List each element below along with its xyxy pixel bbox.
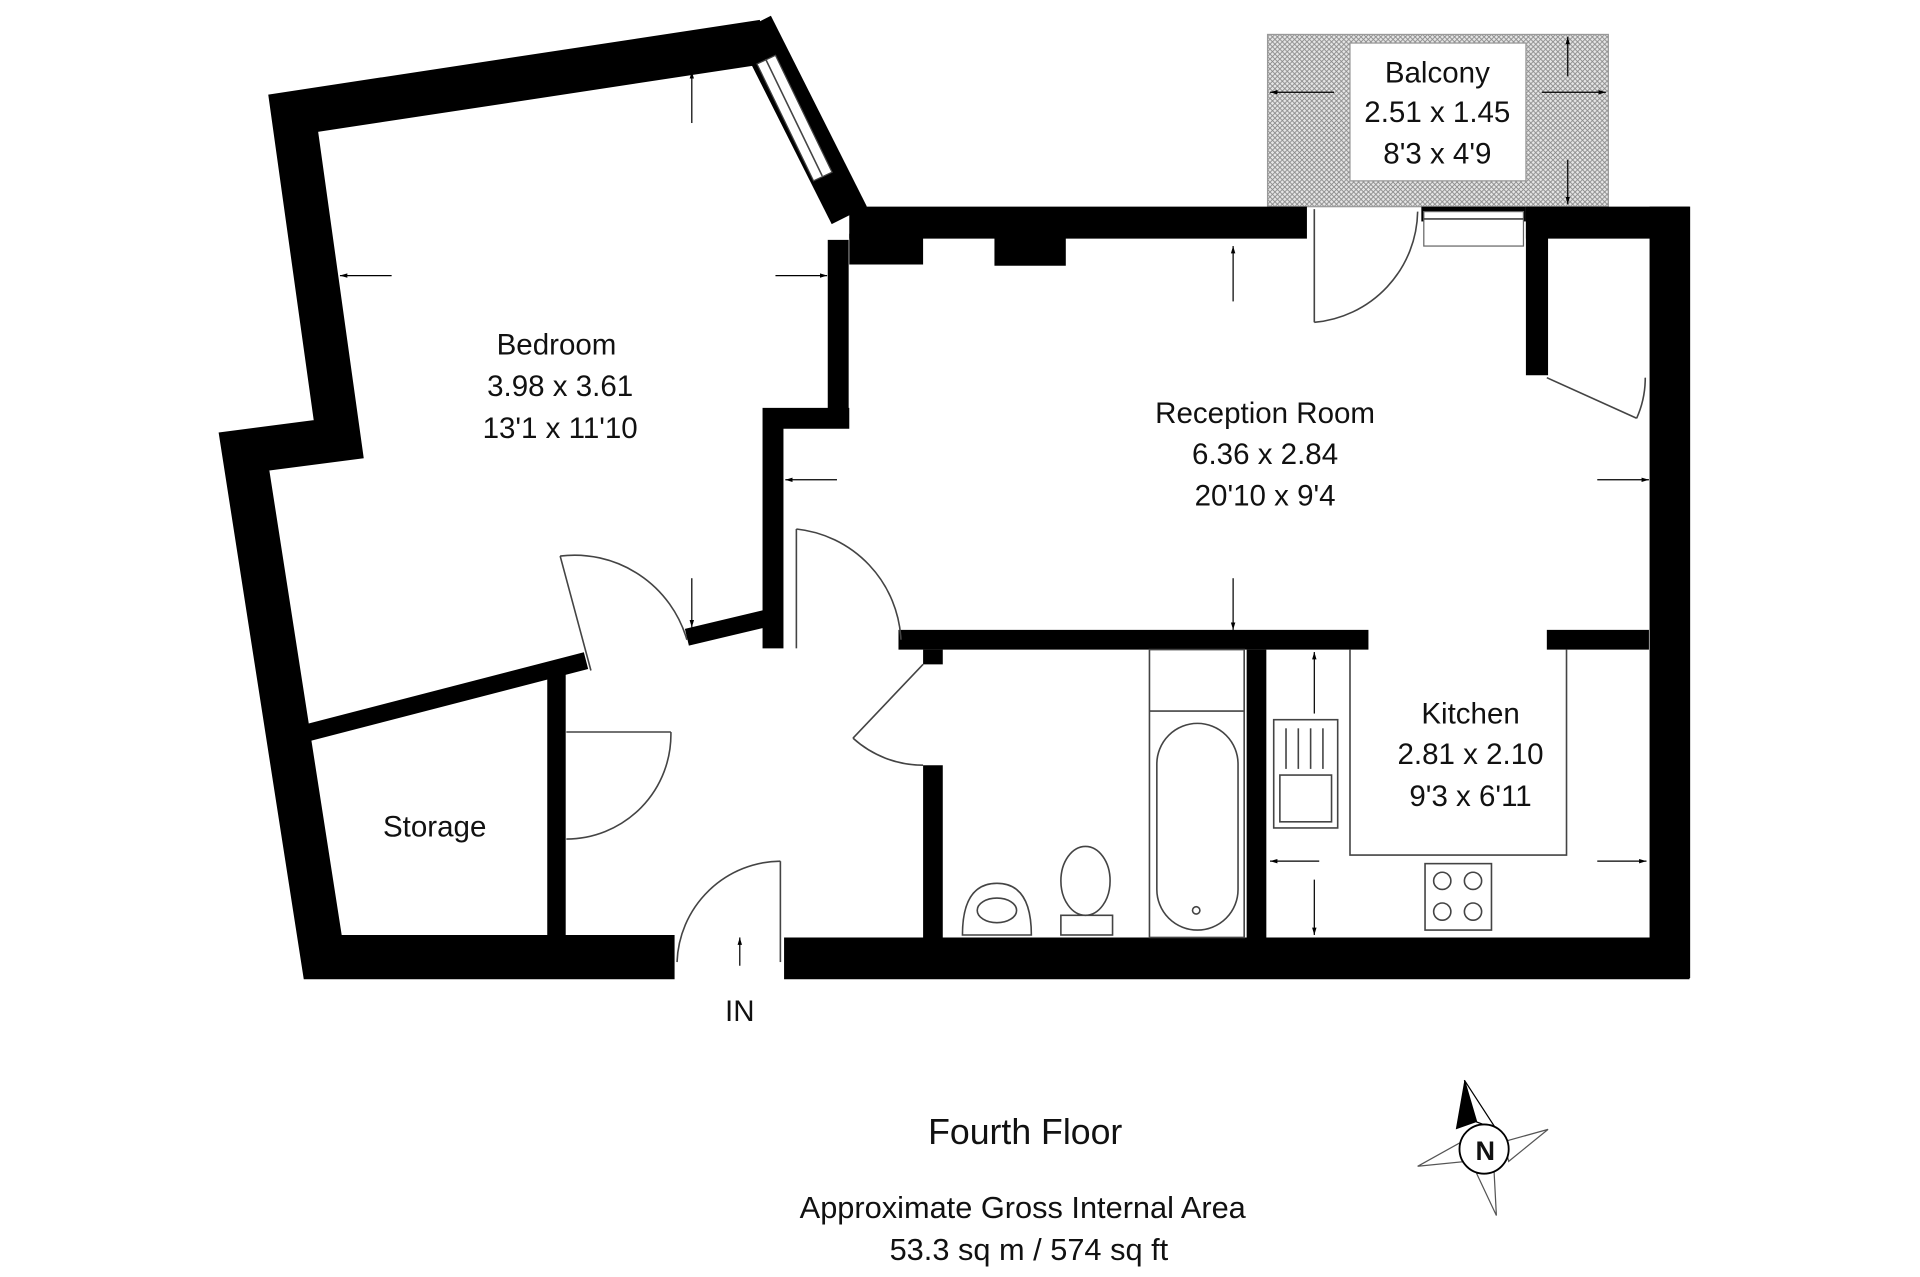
area-label: Approximate Gross Internal Area [800, 1190, 1247, 1225]
storage-door [566, 731, 672, 840]
balcony-label: Balcony 2.51 x 1.45 8'3 x 4'9 [1364, 56, 1510, 170]
bathtub [1148, 648, 1245, 939]
kitchen-sink [1272, 718, 1339, 829]
room-name: Balcony [1385, 56, 1490, 89]
reception-label: Reception Room 6.36 x 2.84 20'10 x 9'4 [1155, 397, 1375, 512]
compass-letter: N [1476, 1136, 1496, 1166]
kitchen-label: Kitchen 2.81 x 2.10 9'3 x 6'11 [1398, 697, 1544, 812]
entrance-label: IN [725, 995, 755, 1028]
washbasin [961, 882, 1033, 936]
doors [559, 209, 1647, 963]
bedroom-door [559, 554, 688, 671]
area-value: 53.3 sq m / 574 sq ft [890, 1232, 1169, 1267]
room-metric: 2.81 x 2.10 [1398, 738, 1544, 771]
dimension-arrows [339, 36, 1649, 966]
balcony-window [1423, 210, 1525, 247]
walls [218, 15, 1691, 980]
entrance-door [676, 860, 782, 963]
bedroom-label: Bedroom 3.98 x 3.61 13'1 x 11'10 [483, 328, 638, 445]
balcony [1266, 33, 1609, 208]
room-imperial: 8'3 x 4'9 [1383, 138, 1491, 171]
storage-label: Storage [383, 811, 486, 844]
floor-title: Fourth Floor [928, 1112, 1122, 1152]
room-imperial: 20'10 x 9'4 [1195, 480, 1336, 513]
room-metric: 6.36 x 2.84 [1192, 438, 1338, 471]
toilet [1060, 845, 1114, 936]
room-imperial: 9'3 x 6'11 [1409, 780, 1531, 813]
room-name: Kitchen [1421, 697, 1519, 730]
room-metric: 3.98 x 3.61 [487, 370, 633, 403]
bathroom-door [852, 663, 924, 767]
room-imperial: 13'1 x 11'10 [483, 412, 638, 445]
room-name: Bedroom [497, 328, 617, 361]
balcony-door [1313, 209, 1419, 324]
bedroom-window [756, 54, 833, 182]
hob [1424, 862, 1493, 931]
room-metric: 2.51 x 1.45 [1364, 96, 1510, 129]
compass-icon: N [1417, 1079, 1549, 1216]
cupboard-door [1546, 376, 1647, 420]
kitchen-worktop [1349, 649, 1568, 856]
room-name: Reception Room [1155, 397, 1375, 430]
reception-door [795, 528, 902, 649]
